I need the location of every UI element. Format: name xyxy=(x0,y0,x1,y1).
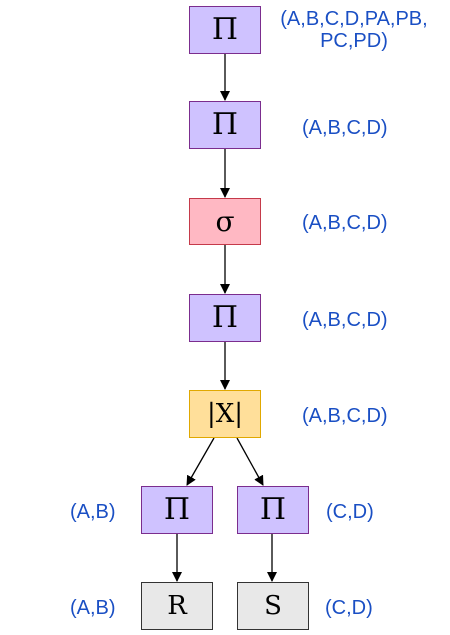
schema-label-left: (A,B) xyxy=(70,501,116,523)
join-symbol: |X| xyxy=(206,399,244,429)
schema-label-select: (A,B,C,D) xyxy=(302,212,388,234)
schema-label-top: (A,B,C,D,PA,PB, PC,PD) xyxy=(265,8,443,52)
projection-symbol: Π xyxy=(211,12,239,47)
schema-label-s: (C,D) xyxy=(325,597,373,619)
schema-label-right: (C,D) xyxy=(326,501,374,523)
projection-symbol: Π xyxy=(211,107,239,142)
projection-node-left: Π xyxy=(141,486,213,534)
relation-name: S xyxy=(264,591,282,621)
selection-node: σ xyxy=(189,198,261,245)
projection-node-right: Π xyxy=(237,486,309,534)
projection-symbol: Π xyxy=(163,492,191,527)
relation-node-r: R xyxy=(141,582,213,630)
edge-join-to-project-right xyxy=(236,437,264,486)
relation-name: R xyxy=(167,591,187,621)
schema-label-top-line1: (A,B,C,D,PA,PB, xyxy=(280,8,428,30)
projection-node-2: Π xyxy=(189,101,261,149)
schema-label-top-line2: PC,PD) xyxy=(320,30,388,52)
edge-join-to-project-left xyxy=(186,437,215,486)
schema-label-r: (A,B) xyxy=(70,597,116,619)
schema-label-join: (A,B,C,D) xyxy=(302,405,388,427)
schema-label-2: (A,B,C,D) xyxy=(302,117,388,139)
selection-symbol: σ xyxy=(215,204,235,238)
projection-symbol: Π xyxy=(211,300,239,335)
projection-symbol: Π xyxy=(259,492,287,527)
join-node: |X| xyxy=(189,390,261,438)
projection-node-top: Π xyxy=(189,6,261,54)
relation-node-s: S xyxy=(237,582,309,630)
projection-node-3: Π xyxy=(189,294,261,342)
schema-label-3: (A,B,C,D) xyxy=(302,309,388,331)
